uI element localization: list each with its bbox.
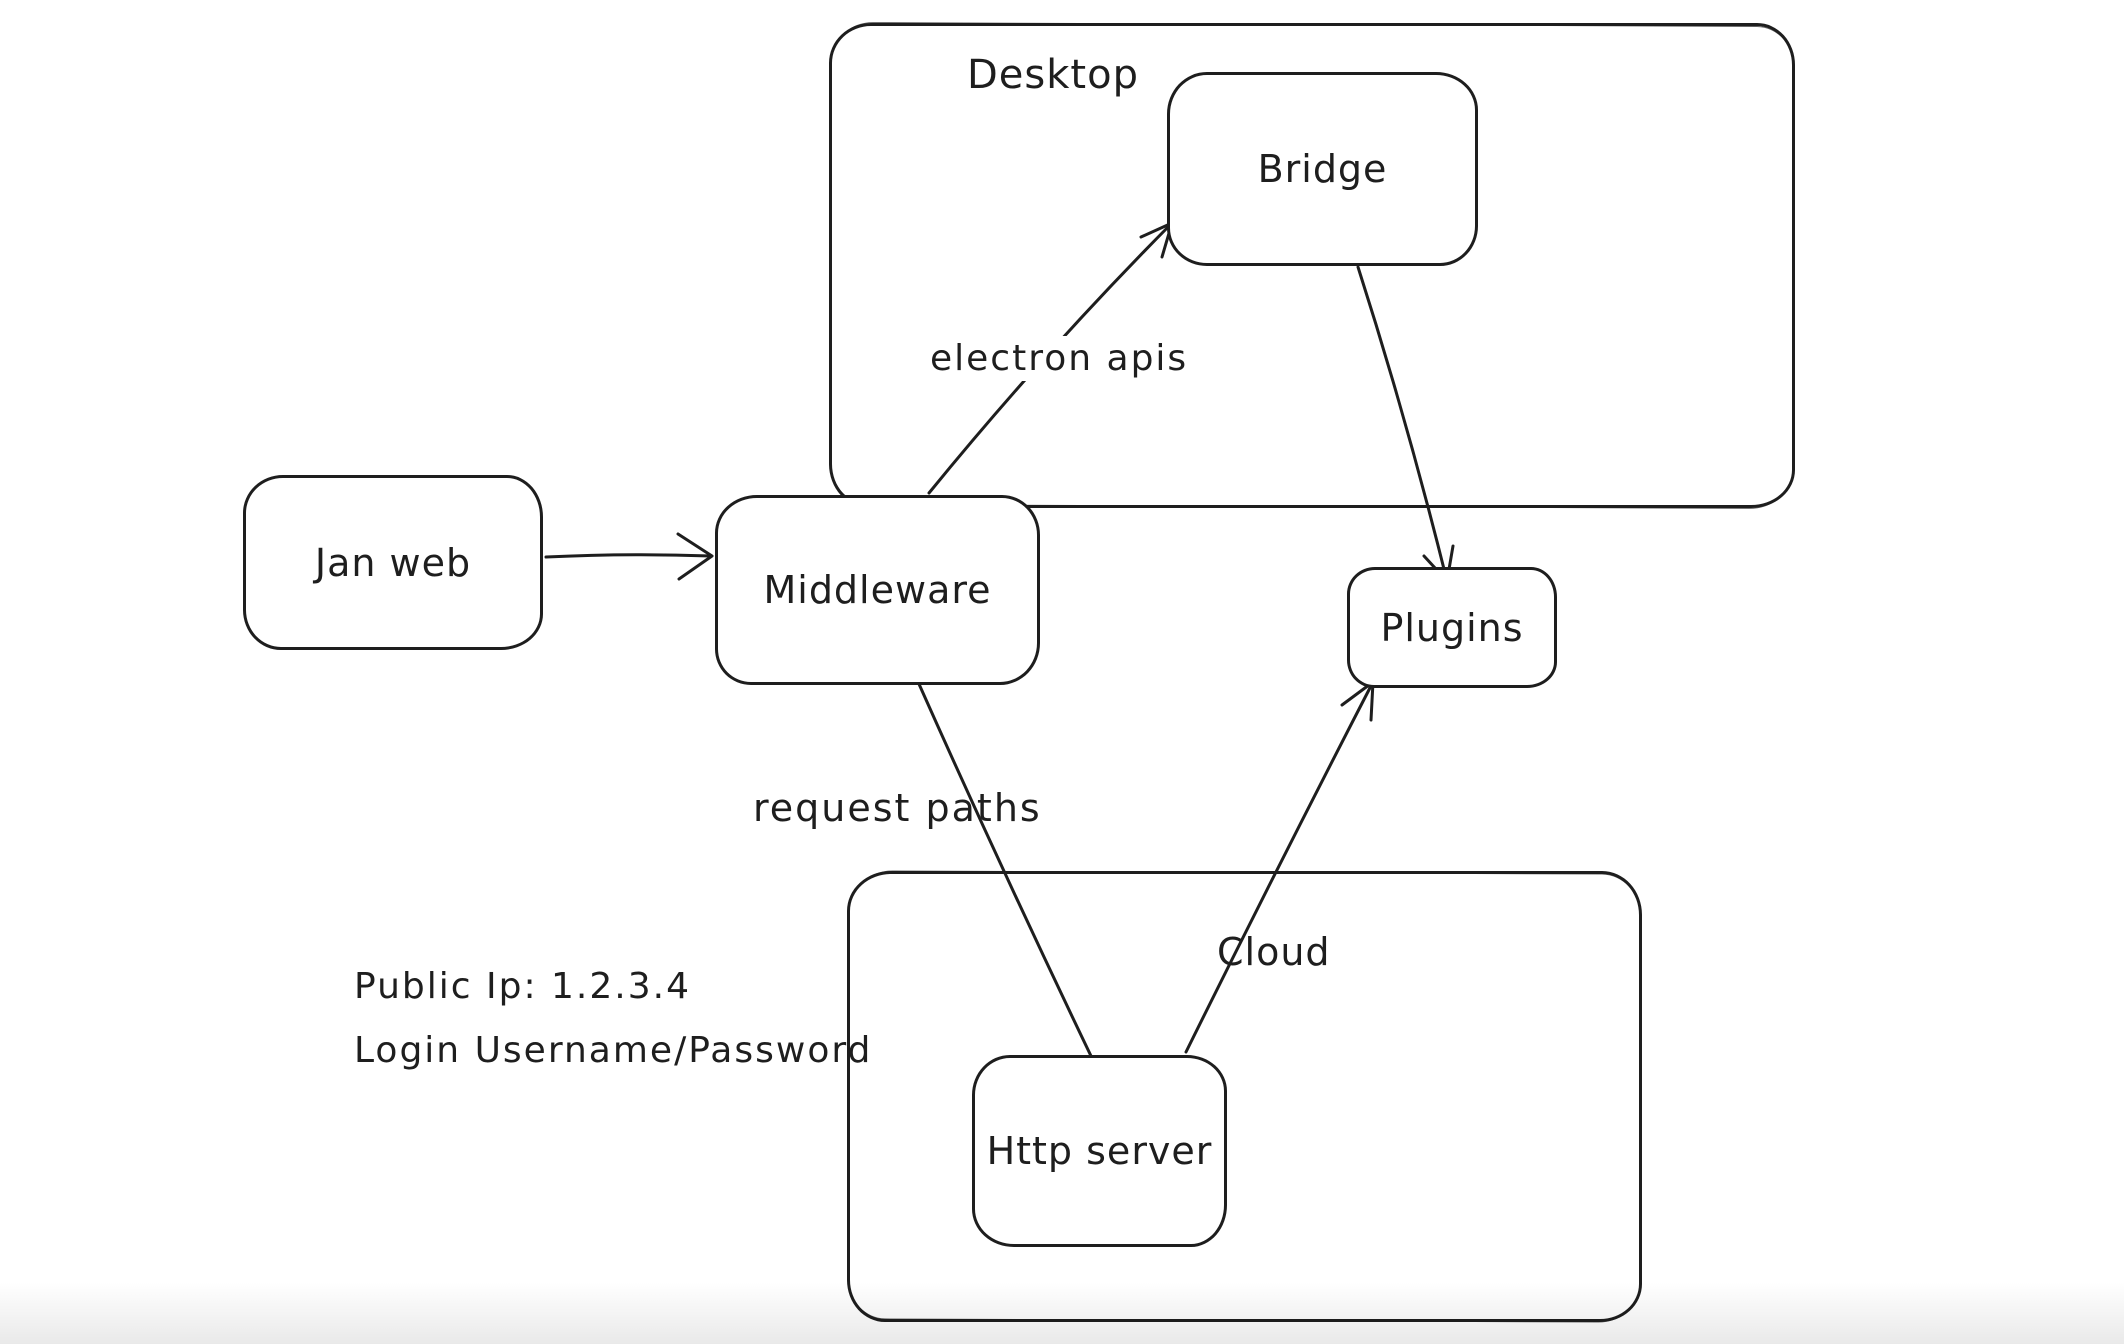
arrow-janweb-to-middleware[interactable] (544, 532, 714, 581)
arrow-httpserver-to-plugins[interactable] (1184, 680, 1375, 1054)
jan-web-label: Jan web (314, 540, 472, 585)
middleware-label: Middleware (763, 568, 992, 612)
cloud-container[interactable] (847, 871, 1642, 1322)
http-server-label: Http server (986, 1129, 1213, 1173)
jan-web-node[interactable]: Jan web (243, 475, 543, 650)
middleware-node[interactable]: Middleware (715, 495, 1040, 685)
edge-label-request-paths[interactable]: request paths (753, 786, 1042, 830)
cloud-container-label[interactable]: Cloud (1217, 930, 1331, 974)
plugins-label: Plugins (1380, 605, 1524, 650)
annotation-login: Login Username/Password (354, 1030, 873, 1071)
plugins-node[interactable]: Plugins (1347, 567, 1557, 688)
edge-label-electron-apis[interactable]: electron apis (924, 336, 1195, 381)
desktop-container[interactable] (829, 23, 1795, 508)
desktop-container-label[interactable]: Desktop (967, 52, 1139, 98)
bridge-label: Bridge (1257, 147, 1388, 191)
annotation-public-ip: Public Ip: 1.2.3.4 (354, 966, 691, 1007)
bridge-node[interactable]: Bridge (1167, 72, 1478, 266)
line-middleware-to-httpserver[interactable] (917, 682, 1093, 1058)
http-server-node[interactable]: Http server (972, 1055, 1227, 1247)
annotation-text[interactable]: Public Ip: 1.2.3.4 Login Username/Passwo… (354, 955, 872, 1083)
arrow-bridge-to-plugins[interactable] (1356, 265, 1455, 583)
